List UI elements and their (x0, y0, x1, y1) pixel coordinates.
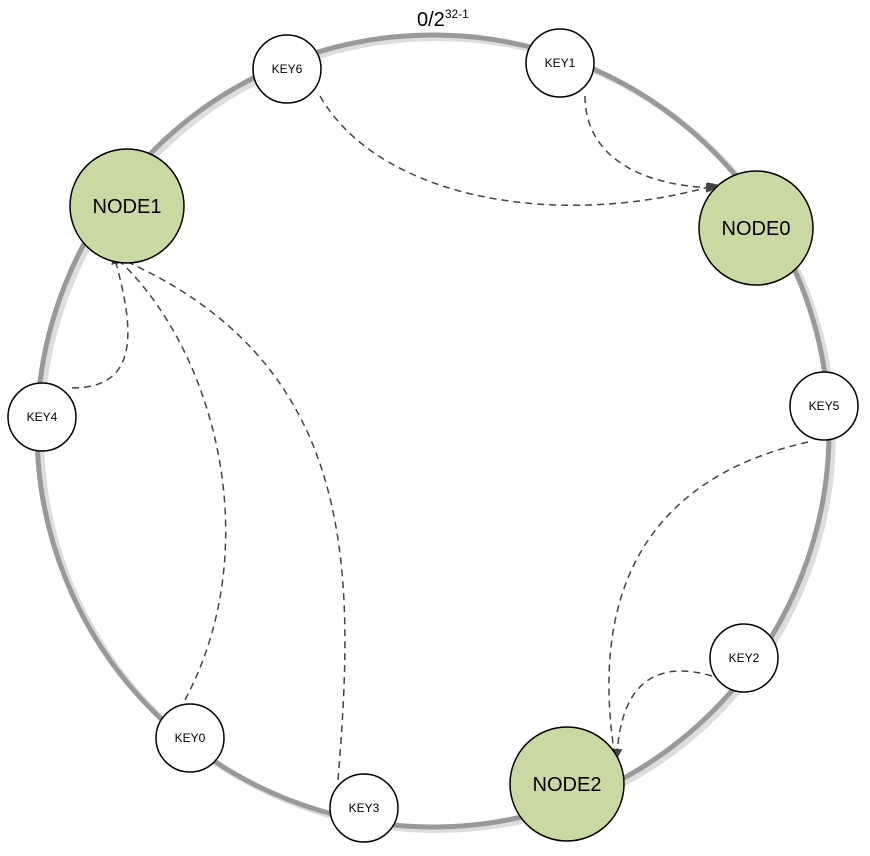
key-label: KEY4 (27, 410, 58, 424)
node-label: NODE1 (93, 196, 162, 218)
node-circle (509, 726, 625, 842)
arrow-key6-to-node0 (319, 95, 718, 206)
node-label: NODE2 (533, 774, 602, 796)
node-label: NODE0 (722, 218, 791, 240)
node-circle (69, 148, 185, 264)
arrow-key0-to-node1 (112, 254, 227, 701)
key-circle (709, 623, 779, 693)
key-circle (7, 382, 77, 452)
arrow-key1-to-node0 (584, 95, 716, 193)
key-circle (525, 28, 595, 98)
key-label: KEY1 (545, 56, 576, 70)
key-circle (252, 34, 322, 104)
key-key2: KEY2 (709, 623, 779, 693)
key-key6: KEY6 (252, 34, 322, 104)
arrow-key4-to-node1 (71, 254, 129, 389)
arrow-key2-to-node2 (612, 670, 713, 759)
key-circle (329, 773, 399, 843)
arrow-key5-to-node2 (608, 441, 809, 759)
key-key5: KEY5 (789, 371, 859, 441)
key-label: KEY0 (175, 731, 206, 745)
node-node2: NODE2 (509, 726, 625, 842)
key-label: KEY3 (349, 801, 380, 815)
key-label: KEY5 (809, 399, 840, 413)
key-label: KEY2 (729, 651, 760, 665)
key-key1: KEY1 (525, 28, 595, 98)
key-key4: KEY4 (7, 382, 77, 452)
node-circle (698, 170, 814, 286)
ring-origin-label: 0/232-1 (417, 7, 469, 31)
key-circle (155, 703, 225, 773)
node-node1: NODE1 (69, 148, 185, 264)
key-key0: KEY0 (155, 703, 225, 773)
key-label: KEY6 (272, 62, 303, 76)
key-circle (789, 371, 859, 441)
key-key3: KEY3 (329, 773, 399, 843)
arrow-key3-to-node1 (112, 254, 346, 781)
node-node0: NODE0 (698, 170, 814, 286)
